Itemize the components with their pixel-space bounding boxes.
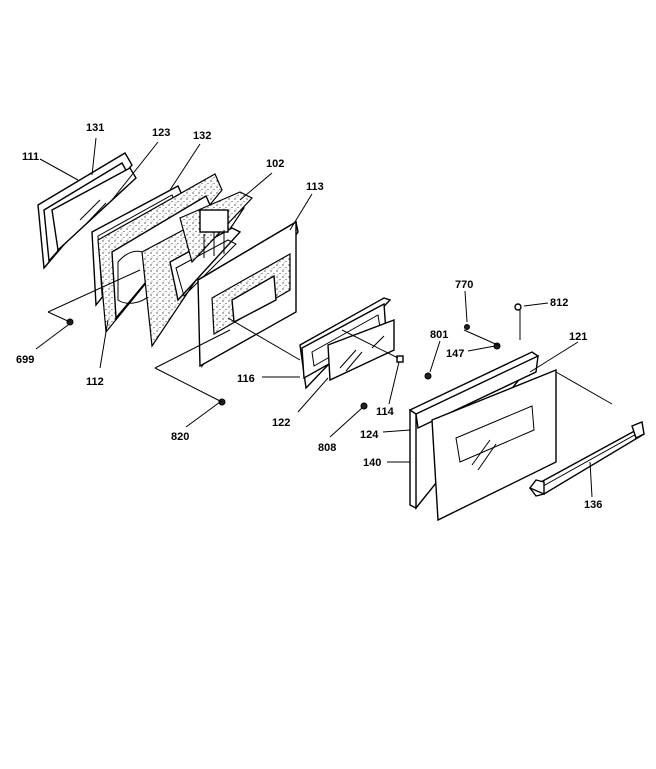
leader-lines [35,137,613,498]
fastener-812 [514,303,522,311]
callout-699: 699 [16,354,34,366]
insulation-box-part [141,203,245,348]
callout-147: 147 [446,348,464,360]
callout-801: 801 [430,329,448,341]
callout-114: 114 [376,406,395,418]
outer-door-glass-part [431,368,557,522]
inner-door-panel-part [197,220,299,369]
fastener-114 [396,355,404,363]
callout-123: 123 [152,127,170,139]
callout-116: 116 [237,373,255,385]
callout-124: 124 [360,429,379,441]
callout-812: 812 [550,297,568,309]
fastener-770 [464,324,470,330]
callout-132: 132 [193,130,211,142]
callout-140: 140 [363,457,381,469]
callout-121: 121 [569,331,587,343]
callout-820: 820 [171,431,189,443]
fastener-801 [424,372,432,380]
callout-102: 102 [266,158,284,170]
door-handle-part [528,421,645,497]
callout-113: 113 [306,181,324,193]
window-glass-part [51,167,137,252]
callout-770: 770 [455,279,473,291]
callout-112: 112 [86,376,104,388]
callout-122: 122 [272,417,290,429]
callout-808: 808 [318,442,336,454]
callout-labels: 131 123 132 111 102 113 770 812 801 121 … [16,122,602,511]
callout-111: 111 [22,151,39,163]
fastener-808 [360,402,368,410]
callout-131: 131 [86,122,104,134]
callout-136: 136 [584,499,602,511]
baffle-part [179,191,253,264]
